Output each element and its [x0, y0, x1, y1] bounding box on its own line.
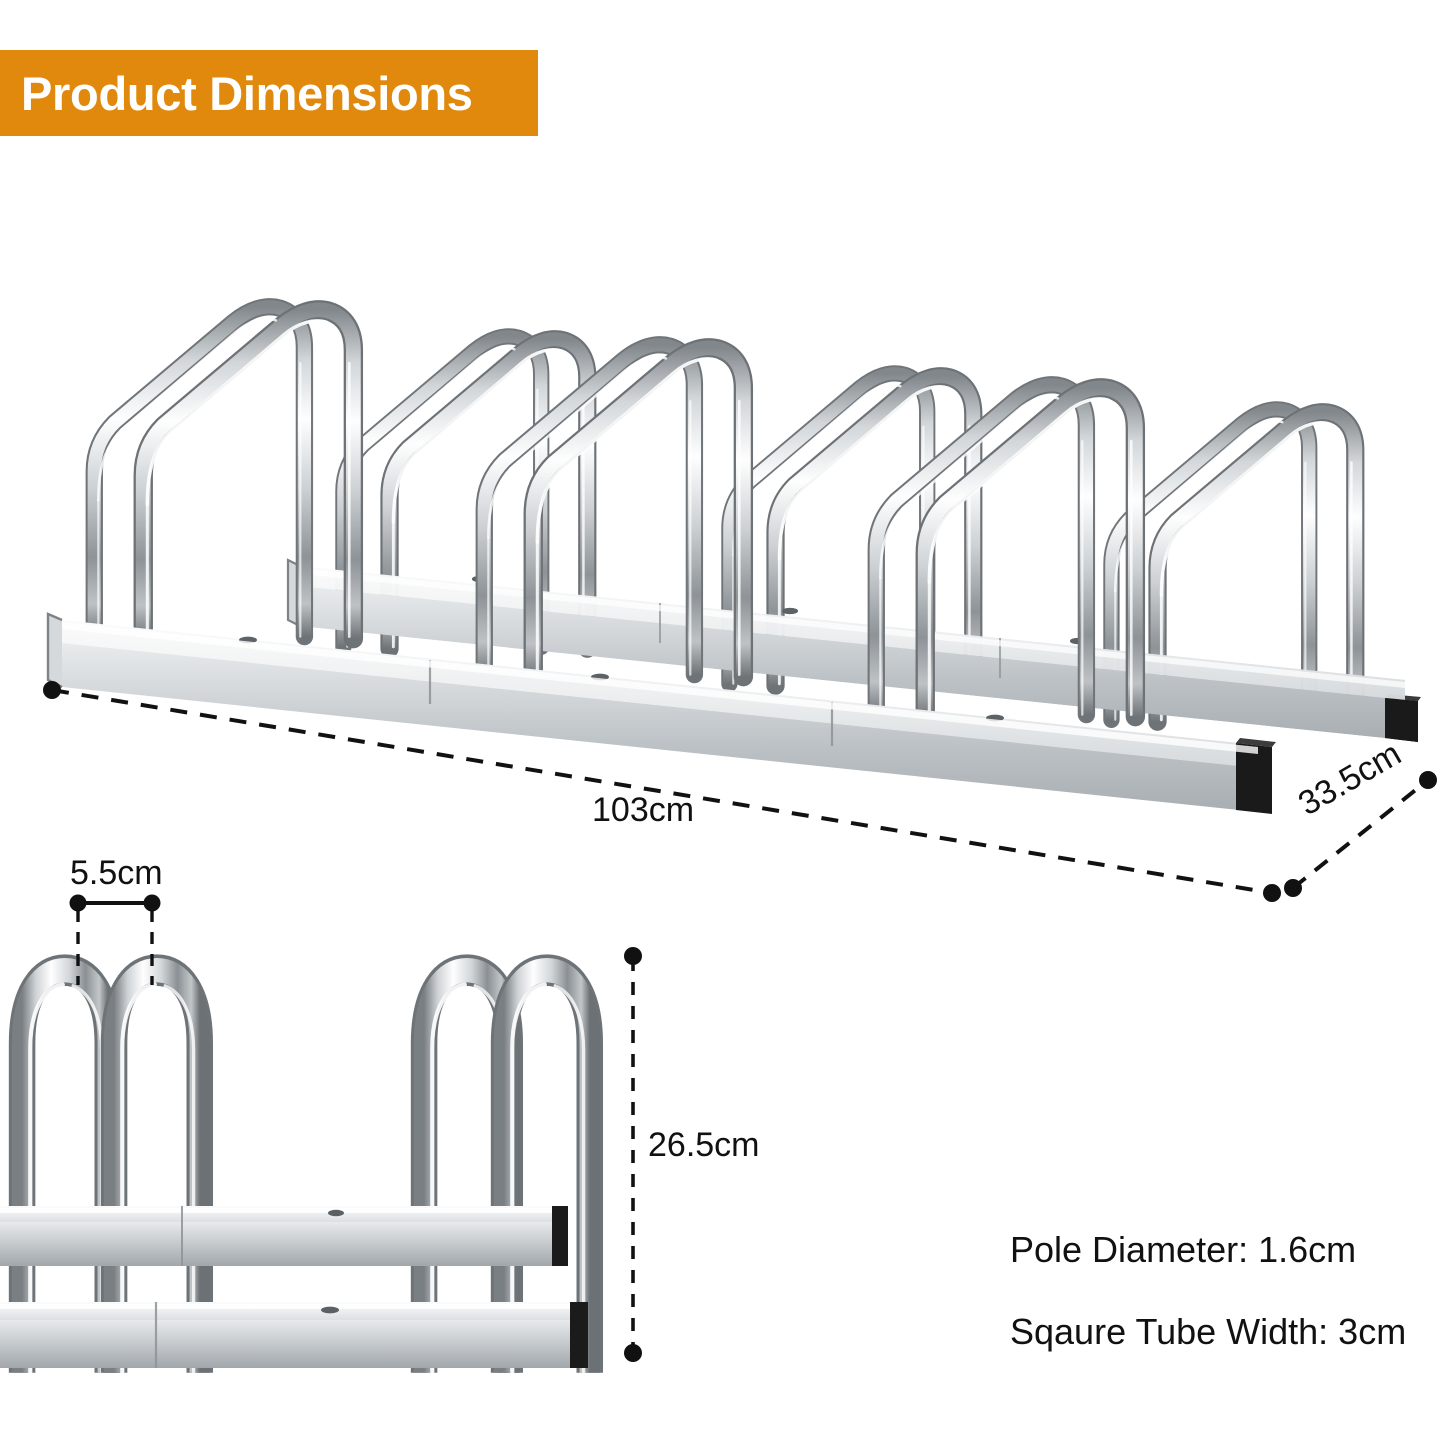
front-pole-4: [504, 970, 590, 1373]
rail-end-cap: [552, 1206, 568, 1266]
arch-front-3: [876, 385, 1135, 717]
dimension-endpoint: [143, 894, 161, 912]
height-dimension-label: 26.5cm: [648, 1126, 760, 1164]
dimension-endpoint: [69, 894, 87, 912]
length-dimension-label: 103cm: [592, 791, 695, 829]
dimension-endpoint: [624, 1344, 642, 1362]
arch-back-3: [1111, 409, 1355, 721]
rail-end-cap: [1385, 698, 1418, 742]
front-pole-2: [114, 970, 200, 1373]
perspective-rack-assembly: [46, 307, 1421, 814]
front-pole-1: [22, 970, 108, 1373]
front-pole-3: [424, 970, 510, 1373]
arch-back-2: [729, 373, 973, 685]
spec-pole-diameter: Pole Diameter: 1.6cm: [1010, 1229, 1357, 1270]
back-rail: [286, 558, 1421, 742]
front-view-back-rail: [0, 1206, 568, 1266]
spec-list: Pole Diameter: 1.6cm Sqaure Tube Width: …: [1010, 1232, 1440, 1396]
dimension-endpoint: [1263, 884, 1281, 902]
rail-end-cap: [1236, 743, 1272, 814]
dimension-endpoint: [1284, 879, 1302, 897]
front-view-front-rail: [0, 1302, 588, 1368]
dimension-endpoint: [624, 947, 642, 965]
pole-spacing-dimension-label: 5.5cm: [70, 854, 163, 892]
header-banner: Product Dimensions: [0, 50, 538, 136]
dimension-endpoint: [43, 681, 61, 699]
arch-front-1: [94, 307, 353, 639]
back-rail-overlay: [300, 566, 1418, 742]
arch-front-2: [484, 345, 743, 677]
dimension-endpoint: [1419, 771, 1437, 789]
front-rack-assembly: [0, 970, 590, 1373]
spacing-dimension-line: [69, 894, 161, 985]
rail-end-cap: [570, 1302, 588, 1368]
height-dimension-line: [624, 947, 642, 1362]
spec-square-tube-width: Sqaure Tube Width: 3cm: [1010, 1311, 1407, 1352]
arch-back-1: [343, 336, 587, 648]
page-title: Product Dimensions: [21, 66, 473, 120]
front-rail: [46, 612, 1276, 814]
depth-dimension-label: 33.5cm: [1292, 734, 1408, 824]
